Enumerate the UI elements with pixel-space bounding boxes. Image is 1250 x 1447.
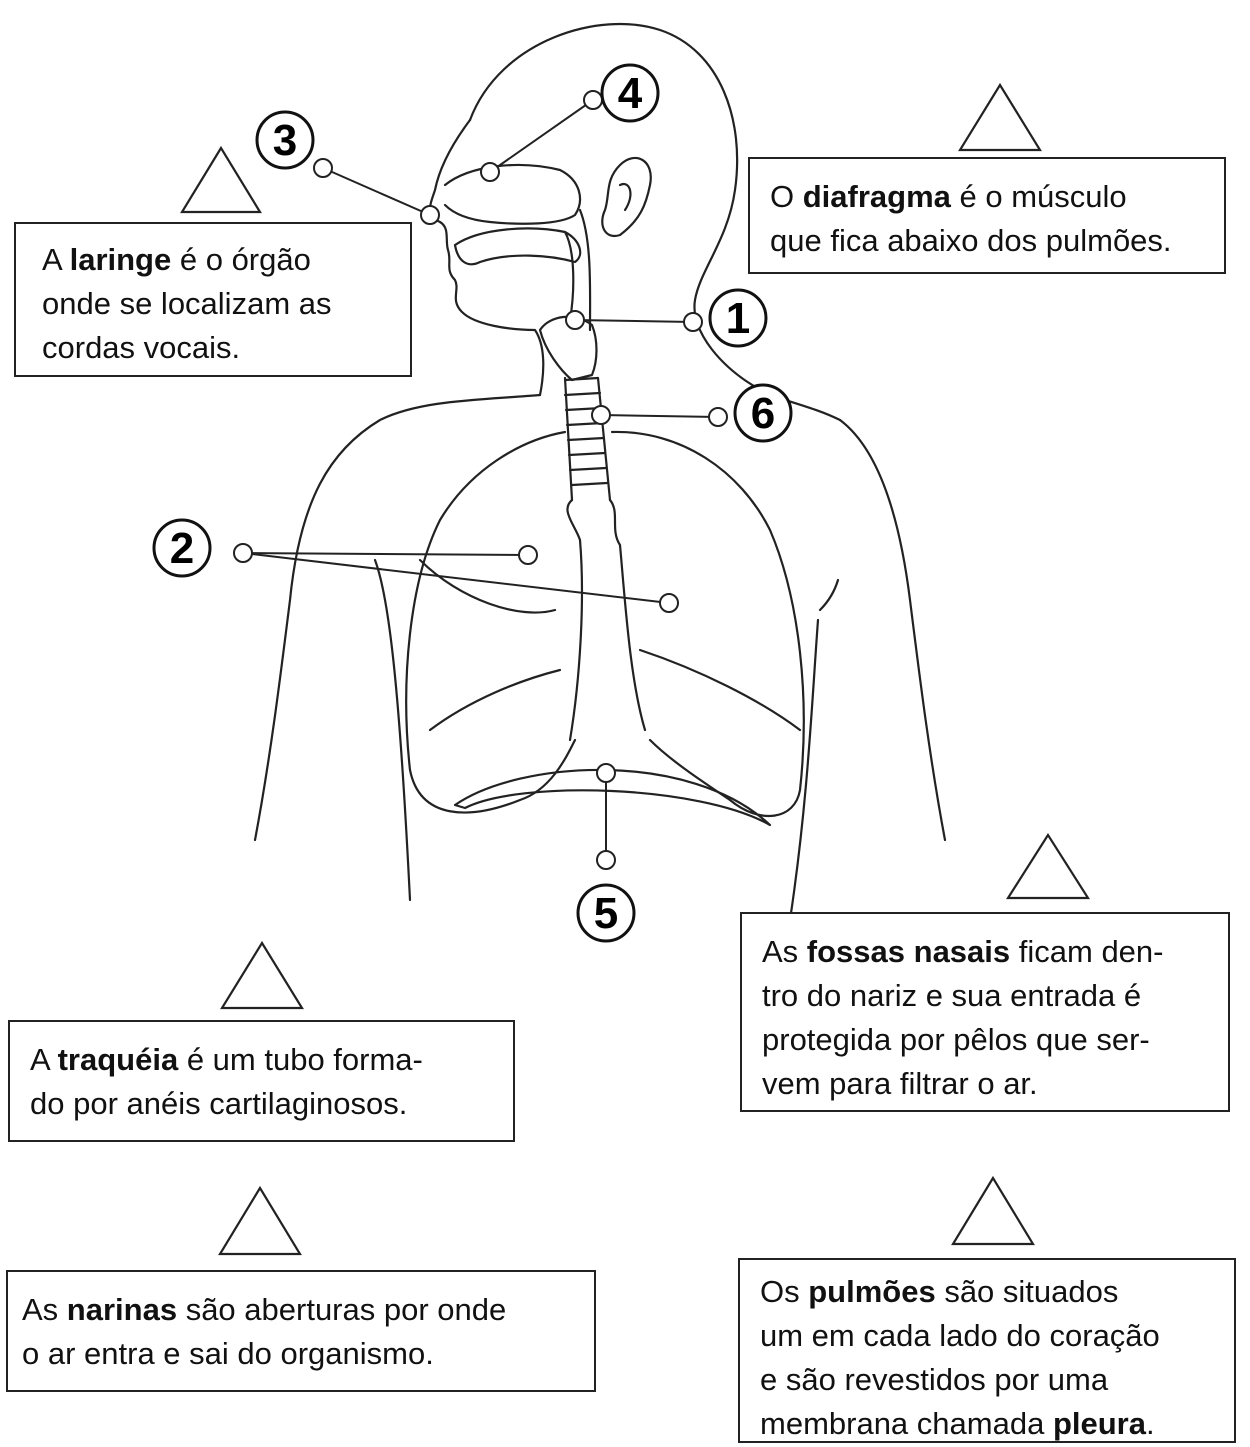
card-laringe-line3: cordas vocais. xyxy=(42,330,241,365)
term-traqueia: traquéia xyxy=(57,1042,179,1077)
pointer-dot-3a xyxy=(313,158,333,178)
callout-1-label: 1 xyxy=(726,294,750,343)
card-diafragma: O diafragma é o músculo que fica abaixo … xyxy=(748,157,1226,274)
term-laringe: laringe xyxy=(69,242,172,277)
term-fossas-nasais: fossas nasais xyxy=(806,934,1011,969)
oral-cavity xyxy=(453,227,582,266)
pharynx-line xyxy=(563,230,575,322)
callout-1: 1 xyxy=(708,288,768,348)
card-diafragma-line1: O diafragma é o músculo xyxy=(770,179,1127,214)
callout-4-label: 4 xyxy=(618,69,643,118)
callout-6: 6 xyxy=(733,383,793,443)
diaphragm xyxy=(453,768,772,827)
ear xyxy=(601,156,652,238)
callout-2: 2 xyxy=(152,518,212,578)
card-traqueia-line1: A traquéia é um tubo forma- xyxy=(30,1042,423,1077)
pointer-dot-2c xyxy=(659,593,679,613)
larynx xyxy=(538,315,598,382)
card-laringe-line1: A laringe é o órgão xyxy=(42,242,311,277)
pointer-dot-3b xyxy=(420,205,440,225)
left-lung xyxy=(405,430,577,814)
pointer-dot-5b xyxy=(596,850,616,870)
card-pulmoes-line4: membrana chamada pleura. xyxy=(760,1406,1155,1441)
card-narinas-line2: o ar entra e sai do organismo. xyxy=(22,1336,434,1371)
card-pulmoes-line2: um em cada lado do coração xyxy=(760,1318,1160,1353)
card-laringe: A laringe é o órgão onde se localizam as… xyxy=(14,222,412,377)
answer-triangle-diafragma[interactable] xyxy=(958,82,1042,152)
pointer-dot-4a xyxy=(583,90,603,110)
card-laringe-line2: onde se localizam as xyxy=(42,286,332,321)
card-fossas-line1: As fossas nasais ficam den- xyxy=(762,934,1164,969)
pointer-line-2a xyxy=(242,552,529,556)
term-pulmoes: pulmões xyxy=(808,1274,936,1309)
callout-2-label: 2 xyxy=(170,524,194,573)
pointer-dot-2b xyxy=(518,545,538,565)
card-fossas-line4: vem para filtrar o ar. xyxy=(762,1066,1038,1101)
term-pleura: pleura xyxy=(1052,1406,1146,1441)
answer-triangle-narinas[interactable] xyxy=(218,1185,302,1256)
card-fossas-line2: tro do nariz e sua entrada é xyxy=(762,978,1142,1013)
torso-right xyxy=(838,418,947,842)
card-fossas-nasais: As fossas nasais ficam den- tro do nariz… xyxy=(740,912,1230,1112)
card-pulmoes-line3: e são revestidos por uma xyxy=(760,1362,1109,1397)
pointer-line-1 xyxy=(574,319,694,323)
left-bronchus xyxy=(566,498,584,742)
card-pulmoes: Os pulmões são situados um em cada lado … xyxy=(738,1258,1236,1443)
pointer-dot-6a xyxy=(591,405,611,425)
answer-triangle-traqueia[interactable] xyxy=(220,940,304,1010)
pointer-line-2b xyxy=(242,552,670,604)
callout-6-label: 6 xyxy=(751,389,775,438)
callout-5-label: 5 xyxy=(594,889,618,938)
pointer-line-6 xyxy=(600,414,719,418)
pointer-dot-5a xyxy=(596,763,616,783)
answer-triangle-laringe[interactable] xyxy=(180,145,262,214)
pointer-line-4 xyxy=(489,99,594,173)
pointer-dot-2a xyxy=(233,543,253,563)
pointer-dot-4b xyxy=(480,162,500,182)
callout-3: 3 xyxy=(255,110,315,170)
card-traqueia-line2: do por anéis cartilaginosos. xyxy=(30,1086,408,1121)
trachea-rings xyxy=(563,376,612,502)
card-pulmoes-line1: Os pulmões são situados xyxy=(760,1274,1119,1309)
answer-triangle-pulmoes[interactable] xyxy=(951,1175,1035,1246)
callout-5: 5 xyxy=(576,883,636,943)
answer-triangle-fossas[interactable] xyxy=(1005,832,1091,900)
pharynx-back xyxy=(578,208,592,332)
term-diafragma: diafragma xyxy=(802,179,951,214)
pointer-line-3 xyxy=(322,167,431,216)
pointer-dot-6b xyxy=(708,407,728,427)
card-narinas: As narinas são aberturas por onde o ar e… xyxy=(6,1270,596,1392)
nasal-cavity xyxy=(443,163,582,225)
callout-4: 4 xyxy=(600,63,660,123)
right-lung xyxy=(610,430,805,818)
pointer-dot-1b xyxy=(683,312,703,332)
card-narinas-line1: As narinas são aberturas por onde xyxy=(22,1292,507,1327)
card-fossas-line3: protegida por pêlos que ser- xyxy=(762,1022,1150,1057)
card-traqueia: A traquéia é um tubo forma- do por anéis… xyxy=(8,1020,515,1142)
torso-left xyxy=(253,393,542,842)
face-profile xyxy=(428,118,545,397)
right-bronchus xyxy=(608,498,647,732)
term-narinas: narinas xyxy=(66,1292,178,1327)
card-diafragma-line2: que fica abaixo dos pulmões. xyxy=(770,223,1172,258)
callout-3-label: 3 xyxy=(273,116,297,165)
pointer-dot-1a xyxy=(565,310,585,330)
